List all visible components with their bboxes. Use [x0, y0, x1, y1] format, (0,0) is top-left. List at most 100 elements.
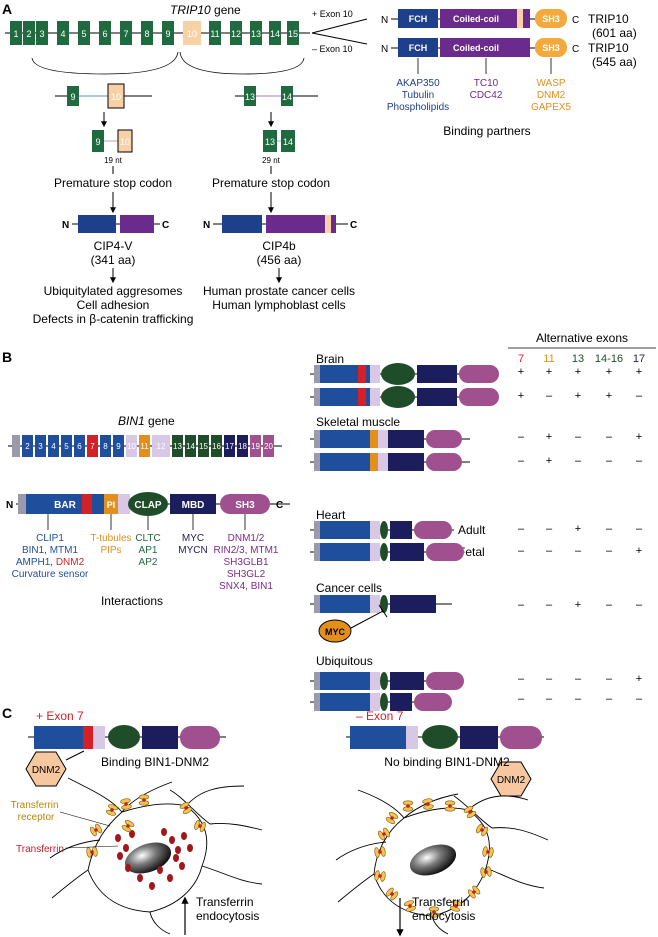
svg-text:GAPEX5: GAPEX5 — [531, 102, 571, 113]
alt-exon-mark: + — [546, 455, 552, 467]
tissue-heart: Heart — [316, 508, 346, 522]
right-nt-label: 29 nt — [262, 156, 281, 165]
bin1-exon-label: 8 — [103, 442, 108, 451]
bin1-isoform — [310, 543, 464, 561]
alt-exon-mark: – — [518, 455, 525, 467]
transferrin-receptor — [482, 846, 494, 858]
interactions-title: Interactions — [101, 594, 163, 608]
transferrin-receptor — [120, 798, 132, 810]
bin1-minus-exon7 — [346, 725, 544, 749]
cip4b-roles: Human prostate cancer cells Human lympho… — [203, 284, 355, 312]
bin1-exon-label: 6 — [77, 442, 82, 451]
svg-text:TC10: TC10 — [474, 78, 499, 89]
alt-exon-mark: – — [546, 545, 553, 557]
bin1-isoform — [310, 363, 499, 385]
alt-exon-header: 14-16 — [595, 353, 623, 365]
svg-text:Human lymphoblast cells: Human lymphoblast cells — [212, 298, 345, 312]
transferrin-dot — [123, 844, 129, 852]
transferrin-dot — [117, 852, 123, 860]
sh3-domain — [535, 9, 567, 28]
trip10-exon-label: 1 — [13, 29, 18, 39]
exon-10-label: 10 — [111, 92, 121, 102]
transferrin-dot — [181, 832, 187, 840]
bin1-exon-3 — [35, 435, 46, 457]
alt-exon-mark: + — [546, 431, 552, 443]
partners-sh3: WASP DNM2 GAPEX5 — [531, 78, 571, 113]
svg-text:Ubiquitylated aggresomes: Ubiquitylated aggresomes — [44, 284, 183, 298]
dnm2-label-right: DNM2 — [497, 775, 526, 786]
transferrin-dot — [173, 854, 179, 862]
bin1-exon-16 — [211, 435, 222, 457]
alt-exon-mark: – — [575, 455, 582, 467]
svg-text:SNX4, BIN1: SNX4, BIN1 — [219, 581, 273, 592]
cell-left — [49, 777, 263, 935]
svg-text:CDC42: CDC42 — [470, 90, 503, 101]
alt-exon-mark: – — [636, 455, 643, 467]
interactions-clap: CLTC AP1 AP2 — [135, 533, 160, 568]
myc-inhibition-line — [350, 610, 384, 629]
svg-text:N: N — [381, 44, 388, 55]
dnm2-label-left: DNM2 — [32, 765, 61, 776]
bin1-exon-1 — [12, 435, 20, 457]
coiled-coil-domain — [440, 38, 530, 57]
alt-exon-mark: – — [546, 599, 553, 611]
transferrin-receptor — [374, 846, 386, 858]
bin1-exon-5 — [61, 435, 72, 457]
endocytosis-right: Transferrin endocytosis — [412, 895, 475, 923]
transferrin-receptor — [377, 827, 391, 841]
alt-exon-header: 7 — [518, 353, 524, 365]
bin1-exon-label: 17 — [225, 442, 234, 451]
tissue-brain: Brain — [316, 352, 344, 366]
bin1-exon-15 — [198, 435, 209, 457]
alt-exon-mark: – — [636, 523, 643, 535]
transferrin-receptor — [179, 801, 193, 815]
alt-exon-header: 11 — [543, 353, 554, 365]
exon-13-label: 13 — [245, 92, 255, 102]
svg-text:C: C — [276, 500, 283, 511]
svg-text:CLIP1: CLIP1 — [36, 533, 64, 544]
svg-text:N: N — [6, 500, 13, 511]
alt-exon-mark: + — [636, 673, 642, 685]
transferrin-label: Transferrin — [16, 844, 64, 855]
alt-exon-mark: + — [546, 366, 552, 378]
exon-13-spliced — [263, 130, 277, 152]
bin1-exon-label: 20 — [264, 442, 273, 451]
transferrin-receptor — [463, 805, 477, 819]
alt-exon-mark: – — [606, 545, 613, 557]
bin1-exon-label: 11 — [140, 442, 149, 451]
svg-text:C: C — [572, 44, 579, 55]
exon-10-spliced — [117, 129, 133, 153]
trip10-exon-1 — [10, 21, 22, 45]
transferrin-receptor — [403, 900, 417, 912]
transferrin-dot — [187, 844, 193, 852]
trip10-exon-8 — [141, 21, 153, 45]
svg-text:RIN2/3, MTM1: RIN2/3, MTM1 — [213, 545, 278, 556]
alt-exon-mark: + — [575, 366, 581, 378]
alt-exon-mark: + — [636, 545, 642, 557]
alt-exon-mark: – — [636, 693, 643, 705]
svg-text:Human prostate cancer cells: Human prostate cancer cells — [203, 284, 355, 298]
svg-text:FCH: FCH — [409, 14, 428, 24]
alt-exon-mark: + — [518, 390, 524, 402]
bin1-exon-label: 19 — [251, 442, 260, 451]
alt-exon-mark: – — [546, 390, 553, 402]
interactions-bar: CLIP1 BIN1, MTM1 AMPH1, DNM2 Curvature s… — [12, 533, 89, 580]
trip10-exon-label: 9 — [165, 29, 170, 39]
receptors-right — [374, 798, 494, 918]
stop-codon-right: Premature stop codon — [212, 176, 330, 190]
trip10-exon-label: 13 — [251, 29, 261, 39]
trip10-exon-label: 3 — [39, 29, 44, 39]
alt-exon-mark: – — [575, 545, 582, 557]
alt-exon-mark: – — [606, 455, 613, 467]
exon-14-spliced — [281, 130, 295, 152]
transferrin-dot — [161, 828, 167, 836]
bin1-exon-12 — [152, 435, 170, 457]
alt-exon-mark: – — [575, 673, 582, 685]
trip10-601-protein: N FCH Coiled-coil SH3 C — [381, 9, 579, 28]
left-nt-label: 19 nt — [104, 156, 123, 165]
tissue-skeletal: Skeletal muscle — [316, 415, 400, 429]
cip4b-name: CIP4b — [262, 239, 296, 253]
transferrin-pointer — [65, 845, 119, 849]
heart-adult-label: Adult — [458, 523, 486, 537]
